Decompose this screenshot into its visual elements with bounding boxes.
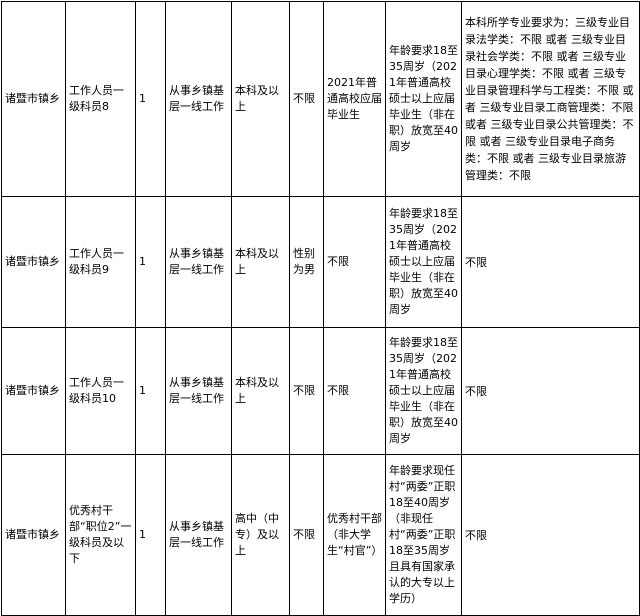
age-cell: 年龄要求现任村“两委”正职18至40周岁（非现任村“两委”正职18至35周岁且具…	[385, 454, 462, 616]
age-cell: 年龄要求18至35周岁（2021年普通高校硕士以上应届毕业生（非在职）放宽至40…	[385, 1, 462, 197]
position-cell: 工作人员一级科员9	[65, 196, 136, 328]
gender-cell: 不限	[289, 454, 324, 616]
age-cell: 年龄要求18至35周岁（2021年普通高校硕士以上应届毕业生（非在职）放宽至40…	[385, 327, 462, 455]
position-cell: 工作人员一级科员10	[65, 327, 136, 455]
gender-cell: 性别为男	[289, 196, 324, 328]
scope-cell: 从事乡镇基层一线工作	[165, 196, 232, 328]
table-row: 诸暨市镇乡 工作人员一级科员8 1 从事乡镇基层一线工作 本科及以上 不限 20…	[1, 1, 640, 197]
major-cell: 不限	[461, 327, 640, 455]
region-cell: 诸暨市镇乡	[1, 1, 66, 197]
table-row: 诸暨市镇乡 工作人员一级科员10 1 从事乡镇基层一线工作 本科及以上 不限 不…	[1, 327, 640, 455]
position-cell: 工作人员一级科员8	[65, 1, 136, 197]
count-cell: 1	[135, 327, 166, 455]
major-cell: 本科所学专业要求为：三级专业目录法学类：不限 或者 三级专业目录社会学类：不限 …	[461, 1, 640, 197]
major-cell: 不限	[461, 454, 640, 616]
table-row: 诸暨市镇乡 工作人员一级科员9 1 从事乡镇基层一线工作 本科及以上 性别为男 …	[1, 196, 640, 328]
major-cell: 不限	[461, 196, 640, 328]
region-cell: 诸暨市镇乡	[1, 196, 66, 328]
education-cell: 高中（中专）及以上	[231, 454, 290, 616]
count-cell: 1	[135, 196, 166, 328]
scope-cell: 从事乡镇基层一线工作	[165, 1, 232, 197]
education-cell: 本科及以上	[231, 327, 290, 455]
target-cell: 优秀村干部（非大学生“村官”）	[323, 454, 386, 616]
education-cell: 本科及以上	[231, 1, 290, 197]
target-cell: 不限	[323, 196, 386, 328]
gender-cell: 不限	[289, 1, 324, 197]
count-cell: 1	[135, 1, 166, 197]
scope-cell: 从事乡镇基层一线工作	[165, 454, 232, 616]
region-cell: 诸暨市镇乡	[1, 454, 66, 616]
region-cell: 诸暨市镇乡	[1, 327, 66, 455]
count-cell: 1	[135, 454, 166, 616]
scope-cell: 从事乡镇基层一线工作	[165, 327, 232, 455]
target-cell: 不限	[323, 327, 386, 455]
table-row: 诸暨市镇乡 优秀村干部“职位2”一级科员及以下 1 从事乡镇基层一线工作 高中（…	[1, 454, 640, 616]
position-cell: 优秀村干部“职位2”一级科员及以下	[65, 454, 136, 616]
education-cell: 本科及以上	[231, 196, 290, 328]
age-cell: 年龄要求18至35周岁（2021年普通高校硕士以上应届毕业生（非在职）放宽至40…	[385, 196, 462, 328]
target-cell: 2021年普通高校应届毕业生	[323, 1, 386, 197]
gender-cell: 不限	[289, 327, 324, 455]
